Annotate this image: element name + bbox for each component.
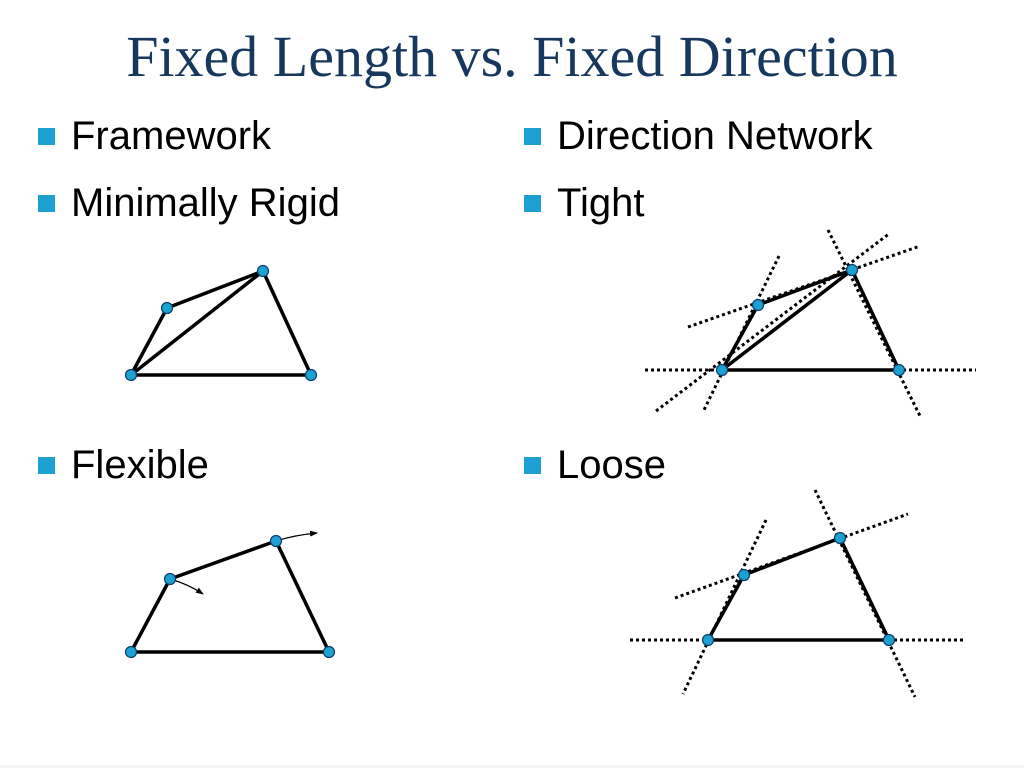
edge bbox=[274, 539, 331, 654]
bullet-tight: Tight bbox=[524, 179, 644, 227]
edge bbox=[129, 306, 169, 377]
edge bbox=[838, 536, 891, 642]
bullet-loose: Loose bbox=[524, 441, 666, 489]
direction-network-tight-diagram bbox=[645, 229, 976, 419]
bullet-minimally-rigid: Minimally Rigid bbox=[38, 179, 340, 227]
footer-divider bbox=[0, 765, 1024, 768]
direction-line bbox=[826, 229, 923, 419]
bullet-square-icon bbox=[524, 456, 541, 474]
bullet-framework: Framework bbox=[38, 112, 271, 160]
vertex bbox=[322, 645, 336, 659]
vertex bbox=[124, 368, 138, 382]
edge bbox=[720, 268, 854, 372]
bullet-label: Loose bbox=[557, 443, 666, 487]
edge bbox=[742, 536, 842, 577]
bullet-label: Direction Network bbox=[557, 114, 873, 158]
edge bbox=[706, 573, 746, 642]
bullet-square-icon bbox=[524, 194, 541, 212]
bullet-square-icon bbox=[38, 127, 55, 145]
vertex bbox=[269, 534, 283, 548]
bullet-square-icon bbox=[524, 127, 541, 145]
framework-rigid-diagram bbox=[124, 264, 318, 382]
direction-network-loose-diagram bbox=[630, 489, 966, 698]
direction-line bbox=[655, 231, 891, 413]
vertex bbox=[304, 368, 318, 382]
edge bbox=[165, 269, 265, 310]
vertex bbox=[737, 568, 751, 582]
framework-flexible-diagram bbox=[124, 530, 336, 659]
vertex bbox=[845, 263, 859, 277]
edge bbox=[756, 268, 854, 307]
vertex bbox=[892, 363, 906, 377]
vertex bbox=[833, 531, 847, 545]
motion-arrow-icon bbox=[275, 530, 318, 542]
vertex bbox=[124, 645, 138, 659]
edge bbox=[720, 303, 760, 372]
vertex bbox=[715, 363, 729, 377]
edge bbox=[129, 269, 265, 377]
vertex bbox=[256, 264, 270, 278]
bullet-label: Tight bbox=[557, 181, 645, 225]
edge bbox=[261, 269, 313, 377]
edge bbox=[168, 539, 278, 581]
vertex bbox=[751, 298, 765, 312]
bullet-label: Minimally Rigid bbox=[71, 181, 340, 225]
vertex bbox=[163, 572, 177, 586]
bullet-direction-network: Direction Network bbox=[524, 112, 873, 160]
vertex bbox=[701, 633, 715, 647]
edge bbox=[850, 268, 901, 372]
bullet-square-icon bbox=[38, 194, 55, 212]
bullet-label: Framework bbox=[71, 114, 272, 158]
vertex bbox=[160, 301, 174, 315]
direction-line bbox=[674, 512, 909, 600]
slide-title: Fixed Length vs. Fixed Direction bbox=[126, 24, 898, 89]
edge bbox=[129, 577, 172, 654]
bullet-label: Flexible bbox=[71, 443, 209, 487]
bullet-square-icon bbox=[38, 456, 55, 474]
bullet-flexible: Flexible bbox=[38, 441, 209, 489]
vertex bbox=[882, 633, 896, 647]
